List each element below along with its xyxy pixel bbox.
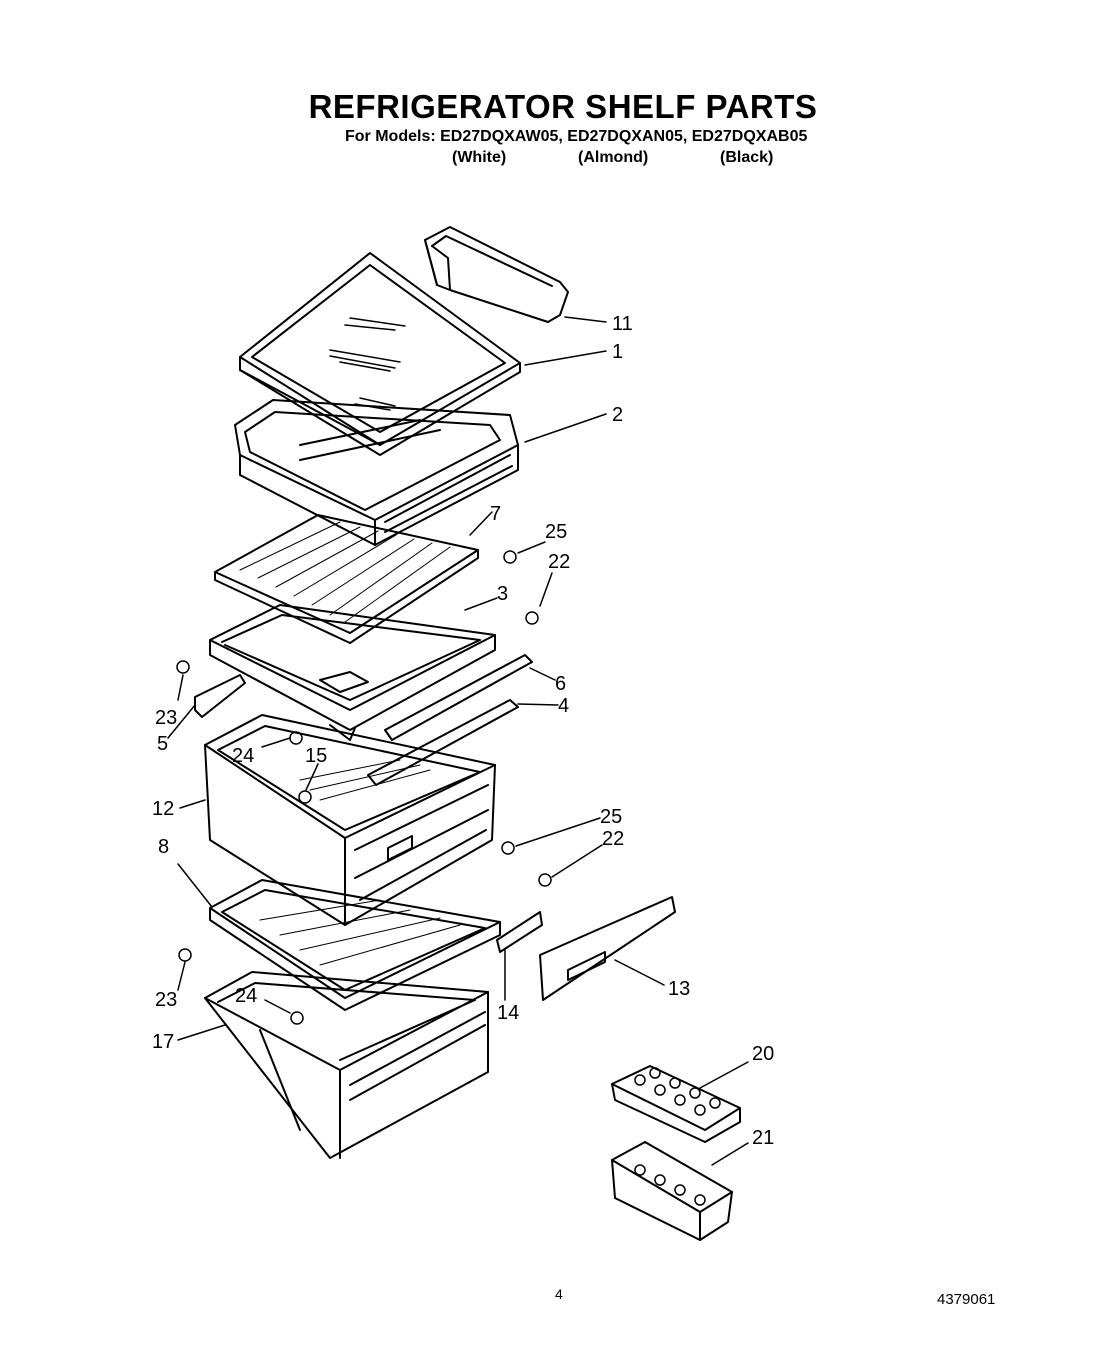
callout-21: 21	[752, 1127, 774, 1149]
callout-8: 8	[158, 836, 169, 858]
callout-23-lower: 23	[155, 989, 177, 1011]
page-number: 4	[555, 1286, 563, 1302]
part-6-rail	[384, 654, 533, 741]
callout-13: 13	[668, 978, 690, 1000]
callout-5: 5	[157, 733, 168, 755]
leader-lines	[167, 316, 749, 1166]
callout-12: 12	[152, 798, 174, 820]
callout-24-lower: 24	[235, 985, 257, 1007]
callout-23-upper: 23	[155, 707, 177, 729]
model-list: For Models: ED27DQXAW05, ED27DQXAN05, ED…	[345, 128, 808, 145]
part-8-crisper-cover	[209, 879, 501, 1011]
callout-22-upper: 22	[548, 551, 570, 573]
callout-25-lower: 25	[600, 806, 622, 828]
callout-6: 6	[555, 673, 566, 695]
color-almond: (Almond)	[578, 149, 649, 166]
callout-15: 15	[305, 745, 327, 767]
callout-3: 3	[497, 583, 508, 605]
callout-25-upper: 25	[545, 521, 567, 543]
part-13-trim-strip	[539, 896, 676, 1001]
part-21-egg-bin	[611, 1141, 733, 1241]
color-white: (White)	[452, 149, 507, 166]
callout-1: 1	[612, 341, 623, 363]
callout-4: 4	[558, 695, 569, 717]
callout-17: 17	[152, 1031, 174, 1053]
part-7-shelf-insert	[214, 514, 479, 644]
part-5-rail	[194, 674, 246, 718]
part-20-egg-tray	[611, 1065, 741, 1143]
callout-7: 7	[490, 503, 501, 525]
callout-11: 11	[612, 313, 633, 335]
page-title: REFRIGERATOR SHELF PARTS	[308, 88, 818, 125]
callout-24-upper: 24	[232, 745, 254, 767]
callout-2: 2	[612, 404, 623, 426]
part-17-crisper-pan	[204, 971, 489, 1159]
part-4-rail	[367, 699, 519, 786]
document-number: 4379061	[937, 1291, 996, 1308]
color-black: (Black)	[720, 149, 774, 166]
part-3-shelf-frame	[209, 604, 496, 741]
callout-14: 14	[497, 1002, 519, 1024]
part-14-bracket	[496, 911, 543, 953]
part-2-crisper-frame	[234, 399, 519, 546]
callout-20: 20	[752, 1043, 774, 1065]
callout-22-lower: 22	[602, 828, 624, 850]
part-11-bin	[424, 226, 569, 323]
